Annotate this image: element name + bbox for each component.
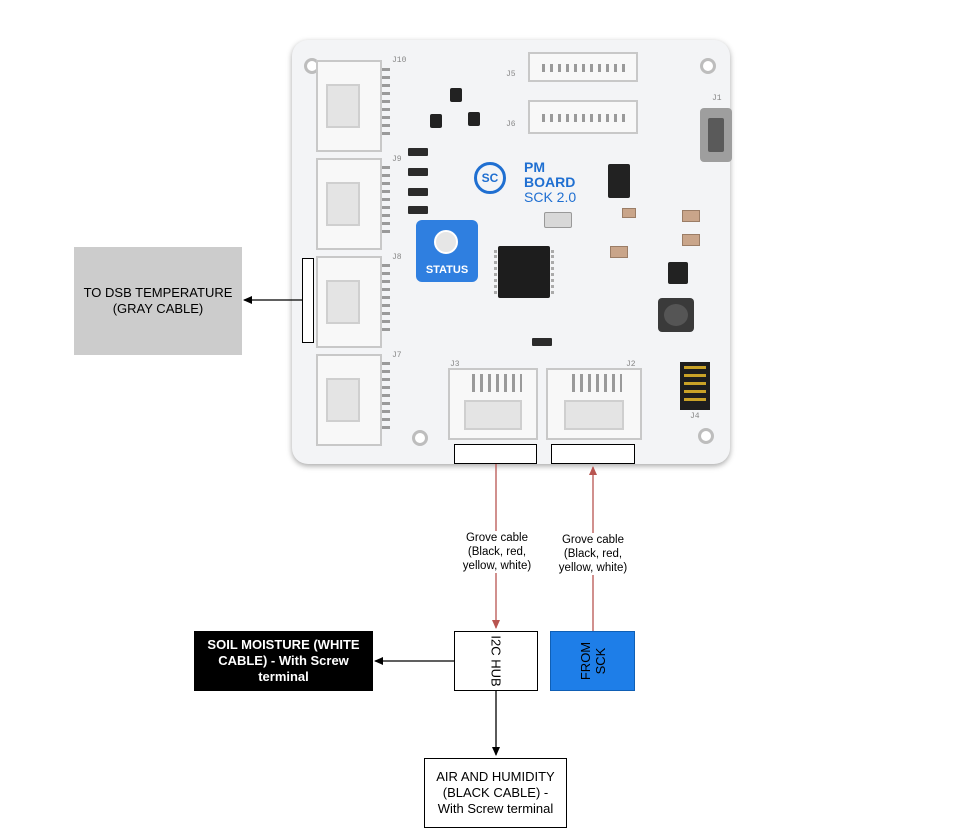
mounting-hole	[412, 430, 428, 446]
soil-moisture-box: SOIL MOISTURE (WHITE CABLE) - With Screw…	[194, 631, 373, 691]
grove-cable-right-label: Grove cable (Black, red, yellow, white)	[550, 533, 636, 575]
connector-j8	[316, 256, 382, 348]
label-j1: J1	[712, 94, 722, 103]
capacitor	[622, 208, 636, 218]
air-humidity-box: AIR AND HUMIDITY (BLACK CABLE) - With Sc…	[424, 758, 567, 828]
pin-header	[382, 362, 390, 432]
label-j6: J6	[506, 120, 516, 129]
transistor-q2	[450, 88, 462, 102]
label-j5: J5	[506, 70, 516, 79]
label-j2: J2	[626, 360, 636, 369]
pin-header	[382, 264, 390, 334]
logo-line-board: BOARD	[524, 174, 576, 190]
diode-d4	[408, 188, 428, 196]
connector-j6	[528, 100, 638, 134]
connector-j7	[316, 354, 382, 446]
transistor-q4	[468, 112, 480, 126]
j8-highlight-marker	[302, 258, 314, 343]
i2c-hub-box: I2C HUB	[454, 631, 538, 691]
from-sck-box: FROM SCK	[550, 631, 635, 691]
crystal-y1	[544, 212, 572, 228]
pin-header	[382, 68, 390, 138]
usb-connector	[700, 108, 732, 162]
status-label: STATUS	[425, 264, 469, 276]
diode-d7	[408, 148, 428, 156]
logo-line-pm: PM	[524, 159, 545, 175]
label-j3: J3	[450, 360, 460, 369]
sc-logo-icon: SC	[474, 162, 506, 194]
j2-highlight-marker	[551, 444, 635, 464]
connector-j3	[448, 368, 538, 440]
mounting-hole	[700, 58, 716, 74]
dsb-temperature-box: TO DSB TEMPERATURE (GRAY CABLE)	[74, 247, 242, 355]
diode-d6	[408, 206, 428, 214]
capacitor	[610, 246, 628, 258]
label-j4: J4	[690, 412, 700, 421]
label-j10: J10	[392, 56, 407, 65]
label-j7: J7	[392, 351, 402, 360]
connector-j9	[316, 158, 382, 250]
inductor-l1	[658, 298, 694, 332]
logo-line-sck: SCK 2.0	[524, 189, 577, 205]
label-j8: J8	[392, 253, 402, 262]
connector-j5	[528, 52, 638, 82]
chip-u2	[668, 262, 688, 284]
capacitor	[682, 234, 700, 246]
connector-j10	[316, 60, 382, 152]
pm-board-pcb: J10 J9 J8 J7 J5 J6 J1 SC PM BOARD SCK 2.…	[292, 40, 732, 464]
microcontroller-ic1	[494, 246, 554, 298]
grove-cable-left-label: Grove cable (Black, red, yellow, white)	[455, 531, 539, 573]
regulator-u1	[608, 164, 630, 198]
mounting-hole	[698, 428, 714, 444]
diode-d3	[532, 338, 552, 346]
label-j9: J9	[392, 155, 402, 164]
diode-d5	[408, 168, 428, 176]
capacitor	[682, 210, 700, 222]
status-led-block: STATUS	[416, 220, 478, 282]
pin-header	[382, 166, 390, 236]
pin-header-j4	[680, 362, 710, 410]
transistor-q3	[430, 114, 442, 128]
j3-highlight-marker	[454, 444, 537, 464]
connector-j2	[546, 368, 642, 440]
led-icon	[434, 230, 458, 254]
